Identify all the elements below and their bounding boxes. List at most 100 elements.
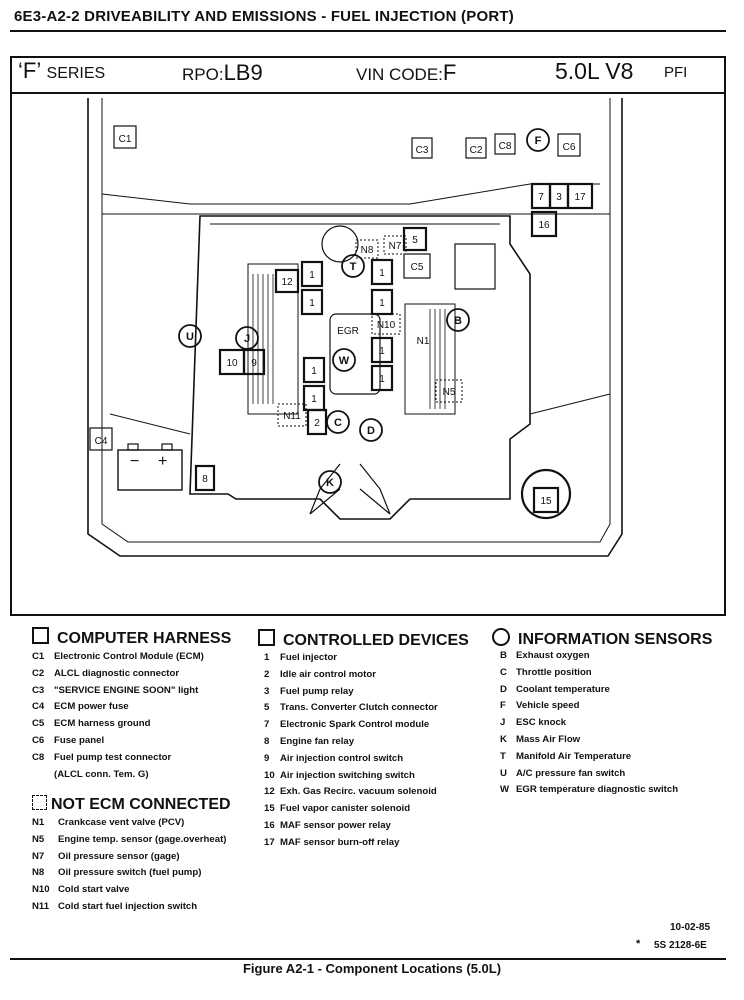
legend-code: 8 [264, 735, 270, 747]
engine-outline [189, 215, 531, 520]
device-2-box [306, 408, 328, 436]
diagram-frame [10, 56, 726, 616]
information-sensors-heading: INFORMATION SENSORS [518, 631, 713, 648]
device-5-label: 5 [412, 235, 418, 246]
injector-1h-label: 1 [311, 394, 317, 405]
device-12-box [274, 268, 300, 294]
legend-text: Fuel vapor canister solenoid [280, 803, 411, 815]
legend-text: Oil pressure sensor (gage) [58, 850, 180, 862]
egr-label: EGR [337, 326, 359, 337]
device-5-box [402, 226, 428, 252]
legend-code: 7 [264, 719, 270, 731]
injector-1a-label: 1 [309, 270, 315, 281]
device-3-label: 3 [556, 192, 562, 203]
strut-lines [109, 393, 611, 435]
legend-text: Coolant temperature [516, 683, 610, 695]
legend-text: Cold start fuel injection switch [58, 900, 198, 912]
device-16-label: 16 [538, 220, 550, 231]
c2-box [465, 137, 487, 159]
n10-label: N10 [377, 320, 396, 331]
injector-1f-label: 1 [379, 374, 385, 385]
legend-text: Trans. Converter Clutch connector [280, 702, 438, 714]
c1-label: C1 [119, 134, 132, 145]
device-9-label: 9 [251, 358, 257, 369]
legend-item: (ALCL conn. Tem. G) [32, 767, 254, 784]
header-rule [10, 30, 726, 32]
c8-box [494, 133, 516, 155]
legend-text: Exh. Gas Recirc. vacuum solenoid [280, 786, 437, 798]
u-circle [178, 324, 202, 348]
legend-text: Throttle position [516, 666, 592, 678]
compartment-outline [87, 98, 623, 557]
intake-plenum [329, 313, 381, 395]
n5-label: N5 [443, 387, 456, 398]
legend-text: Fuel pump test connector [54, 751, 172, 763]
legend-code: C3 [32, 684, 45, 696]
page-header-title: 6E3-A2-2 DRIVEABILITY AND EMISSIONS - FU… [14, 8, 514, 25]
f-label: F [535, 135, 542, 147]
legend-code: K [500, 733, 507, 745]
legend-item: 3 Fuel pump relay [264, 684, 488, 701]
n11-label: N11 [283, 411, 301, 422]
legend-code: 16 [264, 819, 275, 831]
d-label: D [367, 425, 375, 437]
legend-text: Fuel pump relay [280, 685, 354, 697]
battery-terminal-pos [161, 443, 173, 451]
legend-code: 1 [264, 652, 270, 663]
legend-text: Idle air control motor [280, 668, 376, 680]
c6-box [557, 133, 581, 157]
j-label: J [244, 333, 250, 345]
legend-text: Exhaust oxygen [516, 650, 590, 661]
legend-code: J [500, 717, 506, 729]
legend-code: 3 [264, 685, 270, 697]
c8-label: C8 [499, 141, 512, 152]
legend-text: ECM harness ground [54, 718, 151, 730]
left-valve-cover [247, 263, 299, 415]
k-label: K [326, 477, 334, 489]
n1-label: N1 [417, 336, 430, 347]
injector-1e-label: 1 [379, 346, 385, 357]
controlled-devices-heading: CONTROLLED DEVICES [283, 632, 469, 649]
legend-text: Electronic Control Module (ECM) [54, 651, 204, 662]
device-15-label: 15 [540, 496, 552, 507]
maf-housing [454, 243, 496, 290]
c4-label: C4 [95, 436, 108, 447]
not-ecm-markers [277, 235, 463, 427]
engine-compartment-diagram: − + C1 C3 C2 C8 C6 C4 C5 F T J U W B [87, 98, 623, 557]
legend-code: C4 [32, 701, 45, 713]
c6-label: C6 [563, 142, 576, 153]
computer-harness-heading: COMPUTER HARNESS [57, 630, 232, 647]
injector-1c-box [370, 258, 394, 286]
legend-code: N7 [32, 850, 45, 862]
legend-item: N11 Cold start fuel injection switch [32, 899, 254, 916]
legend-text: Fuel injector [280, 652, 338, 663]
t-circle [341, 254, 365, 278]
legend-code: N11 [32, 900, 50, 912]
legend-item: 12 Exh. Gas Recirc. vacuum solenoid [264, 784, 488, 801]
legend-controlled-devices-title: CONTROLLED DEVICES [258, 629, 469, 650]
legend-text: Mass Air Flow [516, 733, 581, 745]
legend-code: 12 [264, 786, 275, 798]
vin-code-label: VIN CODE:F [356, 60, 456, 86]
rpo-value: LB9 [223, 60, 263, 85]
distributor-cap [321, 225, 359, 263]
legend-text: A/C pressure fan switch [516, 767, 626, 779]
device-17-box [566, 182, 594, 210]
engine-label: 5.0L V8 [555, 58, 634, 84]
k-circle [318, 470, 342, 494]
